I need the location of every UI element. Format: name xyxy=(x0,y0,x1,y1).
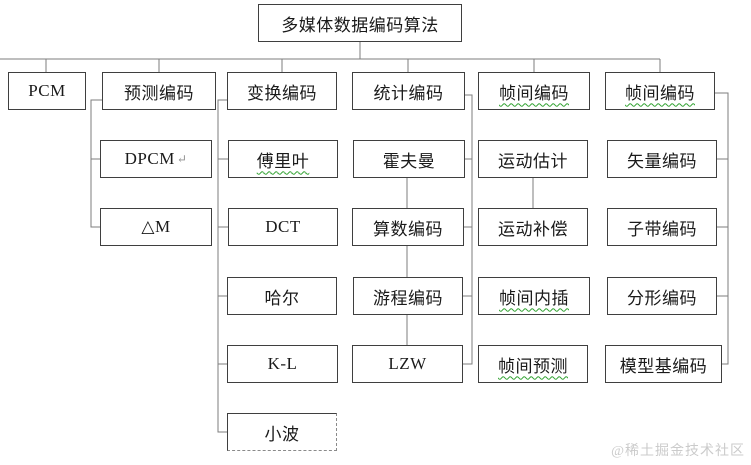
node-statistical-coding-label: 统计编码 xyxy=(373,83,444,103)
node-vector-coding: 矢量编码 xyxy=(607,140,717,178)
node-pcm-label: PCM xyxy=(28,81,66,100)
watermark: @稀土掘金技术社区 xyxy=(611,444,745,459)
node-interframe-interpolation: 帧间内插 xyxy=(478,277,590,315)
node-interframe-prediction-label: 帧间预测 xyxy=(498,356,568,376)
node-arithmetic-coding-label: 算数编码 xyxy=(373,219,443,239)
node-interframe-coding-2: 帧间编码 xyxy=(605,72,715,110)
node-model-based-coding-label: 模型基编码 xyxy=(619,356,708,376)
node-fractal-coding-label: 分形编码 xyxy=(627,288,697,308)
node-motion-estimation: 运动估计 xyxy=(478,140,588,178)
node-vector-coding-label: 矢量编码 xyxy=(627,151,697,171)
node-root-label: 多媒体数据编码算法 xyxy=(281,15,439,35)
node-wavelet-label: 小波 xyxy=(264,424,300,444)
node-fractal-coding: 分形编码 xyxy=(607,277,717,315)
paragraph-mark: ↵ xyxy=(176,151,188,166)
node-huffman-label: 霍夫曼 xyxy=(382,151,436,171)
node-motion-compensation: 运动补偿 xyxy=(478,208,588,246)
connector-branch-statistical xyxy=(463,94,473,365)
node-interframe-coding-1-label: 帧间编码 xyxy=(499,83,569,103)
node-predictive-coding: 预测编码 xyxy=(102,72,216,110)
node-interframe-coding-2-label: 帧间编码 xyxy=(625,83,695,103)
node-transform-coding-label: 变换编码 xyxy=(247,83,317,103)
node-interframe-interpolation-label: 帧间内插 xyxy=(499,288,569,308)
node-root: 多媒体数据编码算法 xyxy=(258,4,462,42)
node-haar: 哈尔 xyxy=(227,277,337,315)
node-lzw: LZW xyxy=(352,345,463,383)
connector-branch-transform xyxy=(217,99,228,433)
node-motion-compensation-label: 运动补偿 xyxy=(498,219,568,239)
node-dpcm-label: DPCM xyxy=(124,149,175,168)
node-lzw-label: LZW xyxy=(388,354,427,373)
node-run-length-coding: 游程编码 xyxy=(353,277,463,315)
node-motion-estimation-label: 运动估计 xyxy=(498,151,568,171)
node-predictive-coding-label: 预测编码 xyxy=(124,83,194,103)
node-dpcm: DPCM ↵ xyxy=(100,140,212,178)
connector-branch-interframe2 xyxy=(715,92,729,365)
node-interframe-prediction: 帧间预测 xyxy=(478,345,588,383)
node-haar-label: 哈尔 xyxy=(264,288,300,308)
node-kl-label: K-L xyxy=(267,354,298,373)
node-transform-coding: 变换编码 xyxy=(227,72,337,110)
node-subband-coding-label: 子带编码 xyxy=(627,219,697,239)
node-statistical-coding: 统计编码 xyxy=(352,72,465,110)
node-arithmetic-coding: 算数编码 xyxy=(352,208,464,246)
node-dct: DCT xyxy=(228,208,338,246)
node-kl: K-L xyxy=(227,345,338,383)
node-wavelet: 小波 xyxy=(227,413,337,451)
node-fourier: 傅里叶 xyxy=(228,140,338,178)
node-interframe-coding-1: 帧间编码 xyxy=(478,72,590,110)
node-model-based-coding: 模型基编码 xyxy=(605,345,722,383)
node-delta-m-label: △M xyxy=(141,217,171,236)
node-huffman: 霍夫曼 xyxy=(353,140,465,178)
node-pcm: PCM xyxy=(8,72,86,110)
node-delta-m: △M xyxy=(100,208,212,246)
node-run-length-coding-label: 游程编码 xyxy=(373,288,443,308)
node-dct-label: DCT xyxy=(265,217,301,236)
node-subband-coding: 子带编码 xyxy=(607,208,717,246)
node-fourier-label: 傅里叶 xyxy=(256,151,310,171)
connector-branch-predictive xyxy=(90,99,102,228)
connector-header-drops xyxy=(45,59,661,72)
